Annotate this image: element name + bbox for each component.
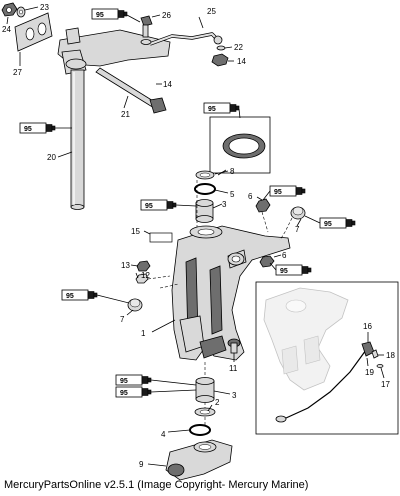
callout-13: 13 — [121, 261, 130, 270]
callout-6-upper: 6 — [248, 192, 253, 201]
callout-4: 4 — [161, 430, 166, 439]
callout-1: 1 — [141, 329, 146, 338]
callout-24: 24 — [2, 25, 11, 34]
callout-9: 9 — [139, 460, 144, 469]
callout-27: 27 — [13, 68, 22, 77]
seal-8-detail — [222, 133, 266, 159]
lube-label-6: 95 — [324, 221, 332, 228]
screw-6-lower — [259, 255, 275, 268]
lube-label-10: 95 — [120, 390, 128, 397]
callout-23: 23 — [40, 3, 49, 12]
seal-8 — [195, 170, 215, 180]
callout-11: 11 — [229, 364, 238, 373]
steering-arm — [57, 27, 171, 75]
callout-3-upper: 3 — [222, 200, 227, 209]
bolt-26 — [140, 15, 153, 45]
lube-label-9: 95 — [120, 378, 128, 385]
callout-12: 12 — [141, 271, 150, 280]
lube-label-1: 95 — [96, 12, 104, 19]
bushing-3-lower — [195, 377, 215, 403]
fitting-12 — [135, 273, 149, 284]
decal-15 — [149, 232, 173, 243]
inset-engine-faded — [263, 287, 349, 391]
callout-6-lower: 6 — [282, 251, 287, 260]
o-ring-4 — [189, 424, 211, 436]
callout-7-right: 7 — [295, 225, 300, 234]
lube-label-3: 95 — [24, 126, 32, 133]
callout-19: 19 — [365, 368, 374, 377]
bushing-3-upper — [195, 199, 214, 223]
callout-2: 2 — [215, 398, 220, 407]
screw-18 — [371, 349, 379, 359]
callout-15: 15 — [131, 227, 140, 236]
lube-label-5: 95 — [274, 189, 282, 196]
callout-21: 21 — [121, 110, 130, 119]
callout-14-top: 14 — [237, 57, 246, 66]
callout-22: 22 — [234, 43, 243, 52]
callout-3-lower: 3 — [232, 391, 237, 400]
lube-label-4: 95 — [145, 203, 153, 210]
yoke-9 — [165, 439, 233, 481]
callout-20: 20 — [47, 153, 56, 162]
bolt-21 — [95, 67, 167, 114]
callout-17: 17 — [381, 380, 390, 389]
lube-label-2: 95 — [208, 106, 216, 113]
washer-2 — [194, 407, 216, 417]
fitting-13 — [136, 260, 151, 272]
nut-14-top — [211, 53, 229, 67]
swivel-bracket-1 — [171, 225, 291, 361]
callout-18: 18 — [386, 351, 395, 360]
lube-label-8: 95 — [66, 293, 74, 300]
callout-7-left: 7 — [120, 315, 125, 324]
callout-8: 8 — [230, 167, 235, 176]
washer-22 — [216, 45, 226, 51]
steering-tube-20 — [70, 69, 85, 210]
steering-link-25 — [149, 32, 223, 46]
screw-6-upper — [255, 198, 271, 213]
bushing-7-left — [127, 298, 143, 312]
washer-17 — [376, 364, 384, 368]
callout-25: 25 — [207, 7, 216, 16]
washer-23 — [16, 6, 26, 18]
o-ring-5-upper — [194, 183, 216, 195]
nut-24 — [1, 2, 18, 17]
callout-16: 16 — [363, 322, 372, 331]
mounting-plate-27 — [14, 12, 53, 52]
callout-14-mid: 14 — [163, 80, 172, 89]
lube-label-7: 95 — [280, 268, 288, 275]
copyright-footer: MercuryPartsOnline v2.5.1 (Image Copyrig… — [4, 479, 309, 491]
callout-5: 5 — [230, 190, 235, 199]
bushing-7-right — [290, 206, 306, 220]
callout-26: 26 — [162, 11, 171, 20]
